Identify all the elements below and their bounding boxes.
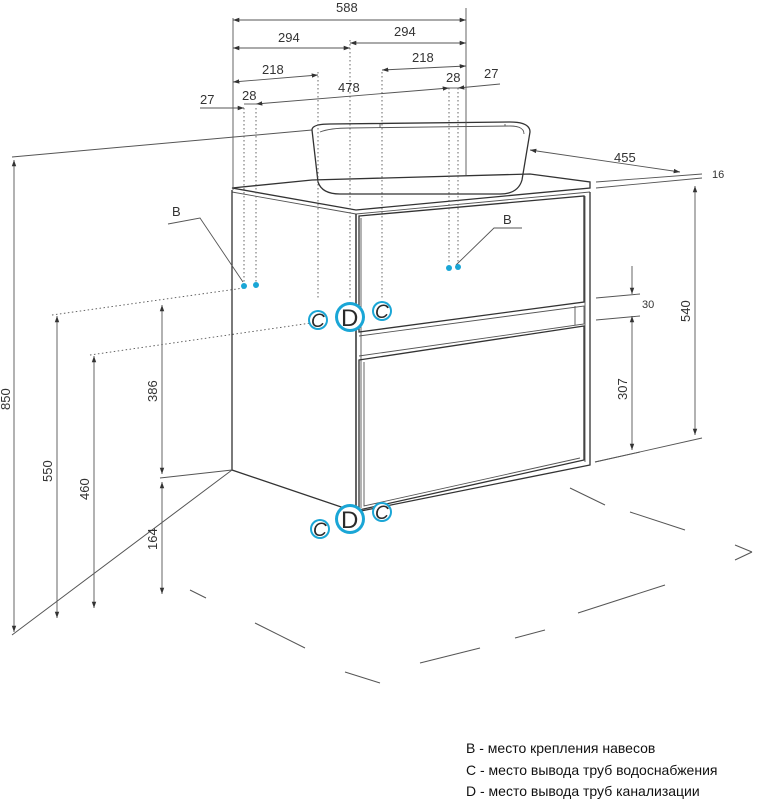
legend-b: B - место крепления навесов bbox=[466, 740, 656, 756]
b-dot bbox=[253, 282, 259, 288]
dim-478: 478 bbox=[338, 80, 360, 95]
dim-540: 540 bbox=[678, 300, 693, 322]
b-dot bbox=[446, 265, 452, 271]
dim-28-left: 28 bbox=[242, 88, 256, 103]
basin bbox=[311, 121, 531, 195]
dim-27-right: 27 bbox=[484, 66, 498, 81]
legend-c: C - место вывода труб водоснабжения bbox=[466, 762, 718, 778]
b-label-right: B bbox=[503, 212, 512, 227]
dim-850: 850 bbox=[0, 388, 13, 410]
floor-guides bbox=[11, 129, 753, 684]
top-dimensions bbox=[200, 17, 501, 111]
dim-27-left: 27 bbox=[200, 92, 214, 107]
dim-30: 30 bbox=[642, 299, 654, 311]
dim-294-right: 294 bbox=[394, 24, 416, 39]
dim-218-right: 218 bbox=[412, 50, 434, 65]
c-marker-label: C bbox=[313, 520, 327, 541]
dim-218-left: 218 bbox=[262, 62, 284, 77]
dim-28-right: 28 bbox=[446, 70, 460, 85]
left-dimensions bbox=[11, 160, 319, 632]
legend-d: D - место вывода труб канализации bbox=[466, 783, 700, 799]
c-marker-label: C bbox=[311, 311, 325, 332]
dimension-labels: 588 294 294 218 218 27 28 478 28 27 455 … bbox=[0, 0, 724, 550]
b-markers: B B bbox=[172, 204, 512, 289]
dim-550: 550 bbox=[40, 460, 55, 482]
d-marker-label: D bbox=[341, 305, 358, 332]
b-dot bbox=[241, 283, 247, 289]
dim-307: 307 bbox=[615, 378, 630, 400]
right-dimensions bbox=[529, 148, 703, 463]
dim-164: 164 bbox=[145, 528, 160, 550]
dim-16: 16 bbox=[712, 169, 724, 181]
d-marker-label: D bbox=[341, 507, 358, 534]
dim-455: 455 bbox=[614, 150, 636, 165]
c-marker-label: C bbox=[375, 503, 389, 524]
cd-markers-upper: C D C bbox=[308, 301, 392, 332]
cd-markers-lower: C D C bbox=[310, 502, 392, 541]
vertical-guides bbox=[232, 8, 467, 300]
b-label-left: B bbox=[172, 204, 181, 219]
c-marker-label: C bbox=[375, 302, 389, 323]
dim-294-left: 294 bbox=[278, 30, 300, 45]
dim-588: 588 bbox=[336, 0, 358, 15]
dim-386: 386 bbox=[145, 380, 160, 402]
b-dot bbox=[455, 264, 461, 270]
dim-460: 460 bbox=[77, 478, 92, 500]
cabinet bbox=[231, 173, 591, 513]
b-leaders bbox=[167, 217, 522, 283]
